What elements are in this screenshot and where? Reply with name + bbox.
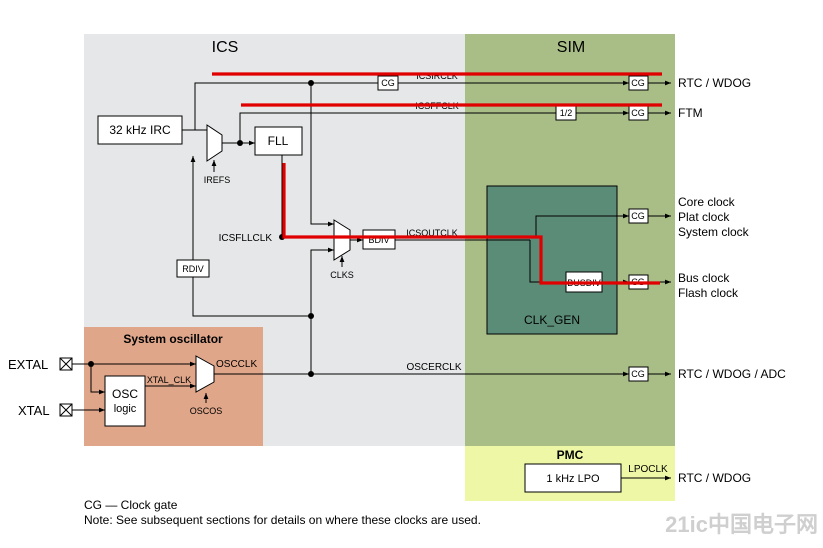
irefs-mux	[206, 124, 223, 162]
xtal-pin	[59, 403, 73, 417]
irc-label: 32 kHz IRC	[109, 123, 171, 137]
rdiv-label: RDIV	[182, 264, 204, 274]
osc-label-line2: logic	[114, 403, 137, 415]
lpoclk-label: LPOCLK	[628, 464, 668, 475]
oscos-label: OSCOS	[190, 406, 223, 416]
output-core-clock: Core clock	[678, 195, 736, 209]
pmc-title: PMC	[557, 448, 584, 462]
clk-gen-block	[486, 185, 618, 335]
output-bus-clock: Bus clock	[678, 271, 730, 285]
bdiv-block	[362, 229, 396, 250]
irefs-label: IREFS	[204, 175, 231, 185]
extal-pin	[59, 357, 73, 371]
cg-oscerclk	[628, 366, 649, 382]
legend-note-cg: CG — Clock gate	[84, 498, 178, 512]
xtal-label: XTAL	[18, 403, 50, 418]
output-system-clock: System clock	[678, 225, 750, 239]
system-oscillator-title: System oscillator	[123, 332, 223, 346]
oscerclk-label: OSCERCLK	[406, 362, 461, 373]
output-rtc-wdog-adc: RTC / WDOG / ADC	[678, 367, 786, 381]
icsirclk-label: ICSIRCLK	[416, 71, 458, 81]
osc-logic-block	[104, 375, 146, 427]
legend-note-usage: Note: See subsequent sections for detail…	[84, 513, 481, 527]
cg-icsirclk-ics	[377, 75, 399, 91]
red-highlight-paths	[212, 72, 662, 285]
lpo-label: 1 kHz LPO	[546, 473, 600, 485]
clks-label: CLKS	[330, 270, 354, 280]
oscclk-label: OSCCLK	[216, 359, 257, 370]
cg-rtc-wdog-label: CG	[631, 78, 645, 88]
clk-gen-label: CLK_GEN	[524, 313, 580, 327]
cg-core-label: CG	[631, 211, 645, 221]
extal-label: EXTAL	[8, 357, 48, 372]
oscos-mux	[195, 355, 215, 393]
output-flash-clock: Flash clock	[678, 286, 739, 300]
xtal-clk-label: XTAL_CLK	[147, 375, 191, 385]
icsfllclk-label: ICSFLLCLK	[219, 233, 273, 244]
cg-ftm-label: CG	[631, 108, 645, 118]
cg-oscerclk-label: CG	[631, 369, 645, 379]
icsoutclk-label: ICSOUTCLK	[406, 228, 458, 238]
output-rtc-wdog: RTC / WDOG	[678, 76, 751, 90]
output-rtc-wdog-lpo: RTC / WDOG	[678, 471, 751, 485]
sim-title: SIM	[557, 39, 585, 56]
lpo-block	[524, 463, 622, 493]
cg-icsirclk-ics-label: CG	[381, 78, 395, 88]
clks-mux	[333, 219, 351, 261]
irc-block	[97, 115, 183, 145]
cg-core	[628, 208, 649, 224]
osc-label-line1: OSC	[112, 387, 138, 401]
watermark: 21ic中国电子网	[665, 512, 818, 537]
cg-rtc-wdog	[628, 75, 649, 91]
ics-title: ICS	[212, 39, 239, 56]
fll-label: FLL	[268, 134, 289, 148]
output-plat-clock: Plat clock	[678, 210, 730, 224]
bdiv-label: BDIV	[368, 235, 389, 245]
output-ftm: FTM	[678, 106, 703, 120]
half-divider-label: 1/2	[560, 108, 573, 118]
rdiv-block	[176, 259, 210, 278]
fll-block	[254, 126, 303, 156]
